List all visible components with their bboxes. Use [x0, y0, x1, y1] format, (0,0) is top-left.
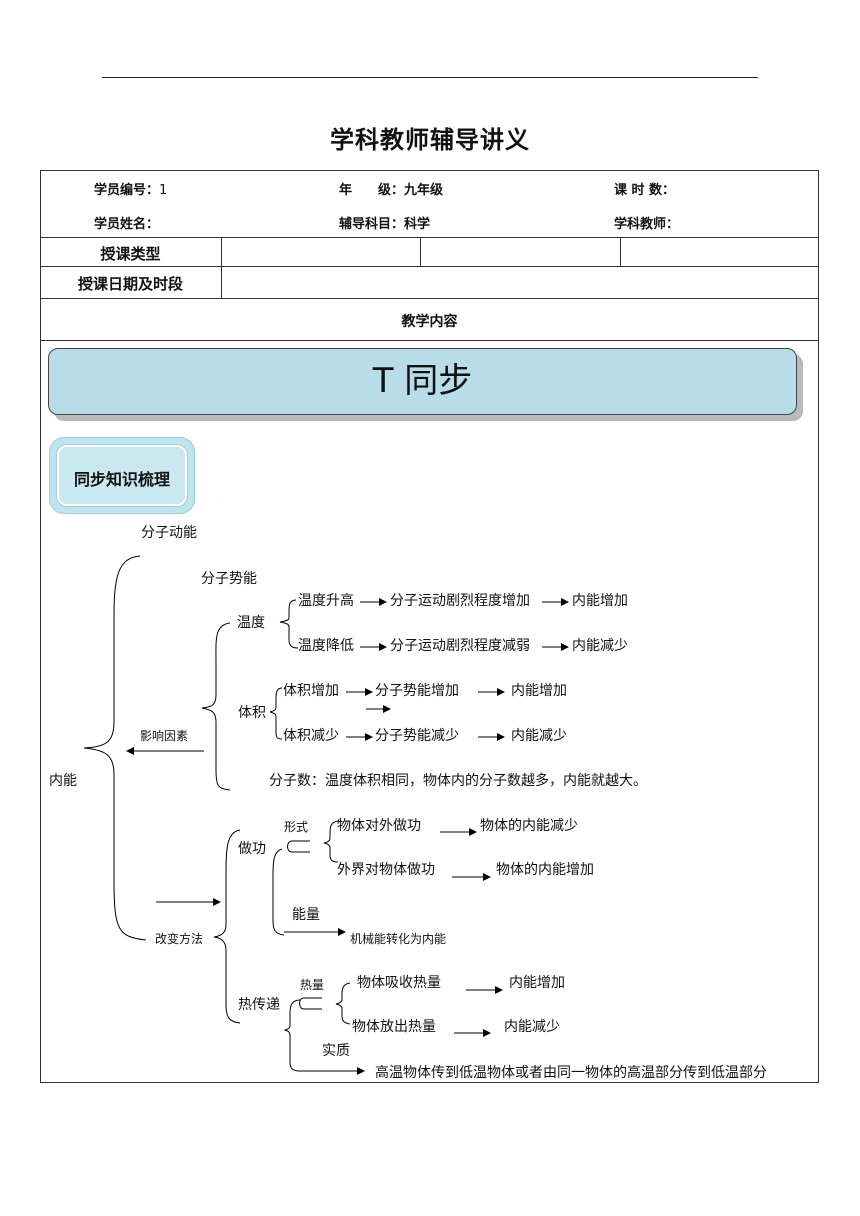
- subject-field: 辅导科目：科学: [339, 213, 430, 232]
- node-heat-quantity: 热量: [300, 978, 325, 992]
- hours-field: 课 时 数：: [614, 179, 675, 198]
- node-molecule-count: 分子数：温度体积相同，物体内的分子数越多，内能就越大。: [269, 773, 647, 789]
- student-name-field: 学员姓名：: [94, 213, 159, 232]
- teacher-label: 学科教师：: [614, 217, 680, 232]
- node-work: 做功: [238, 841, 266, 857]
- lesson-table: [40, 170, 819, 1083]
- node-molecular-pe: 分子势能: [201, 571, 257, 587]
- section-banner: T 同步: [48, 348, 797, 415]
- node-release: 物体放出热量: [352, 1019, 436, 1035]
- node-vol-down: 体积减少: [283, 728, 339, 744]
- banner-title: T 同步: [372, 361, 473, 401]
- node-heat-transfer: 热传递: [238, 997, 280, 1013]
- node-absorb-result: 内能增加: [509, 975, 565, 991]
- node-work-in-result: 物体的内能增加: [496, 862, 594, 878]
- node-vol-up: 体积增加: [283, 683, 339, 699]
- student-id-field: 学员编号：1: [94, 179, 167, 198]
- node-temp-up-2: 内能增加: [572, 593, 628, 609]
- node-temp-down-2: 内能减少: [572, 638, 628, 654]
- node-form: 形式: [284, 820, 309, 834]
- node-essence-text: 高温物体传到低温物体或者由同一物体的高温部分传到低温部分: [375, 1065, 767, 1081]
- table-divider: [620, 237, 621, 266]
- page-title: 学科教师辅导讲义: [330, 126, 530, 154]
- node-change-methods: 改变方法: [155, 932, 204, 946]
- grade-value: 九年级: [404, 183, 444, 198]
- node-factors: 影响因素: [140, 729, 189, 743]
- table-divider: [40, 298, 819, 299]
- class-type-label: 授课类型: [100, 245, 161, 263]
- node-temp-down: 温度降低: [298, 638, 354, 654]
- node-release-result: 内能减少: [504, 1019, 560, 1035]
- node-work-out: 物体对外做功: [337, 818, 421, 834]
- student-id-value: 1: [159, 183, 168, 198]
- badge-inner: [57, 445, 187, 506]
- node-temp-down-1: 分子运动剧烈程度减弱: [390, 638, 530, 654]
- section-badge: 同步知识梳理: [50, 438, 194, 513]
- date-label: 授课日期及时段: [77, 275, 183, 293]
- student-name-label: 学员姓名：: [94, 217, 160, 232]
- node-energy: 能量: [292, 907, 320, 923]
- node-vol-up-1: 分子势能增加: [375, 683, 459, 699]
- student-id-label: 学员编号：: [94, 183, 160, 198]
- table-divider: [420, 237, 421, 266]
- hours-label: 课 时 数：: [614, 183, 676, 198]
- node-temperature: 温度: [237, 615, 265, 631]
- teacher-field: 学科教师：: [614, 213, 679, 232]
- table-divider: [40, 340, 819, 341]
- node-energy-result: 机械能转化为内能: [350, 932, 447, 946]
- node-absorb: 物体吸收热量: [357, 975, 441, 991]
- node-molecular-ke: 分子动能: [141, 525, 197, 541]
- subject-value: 科学: [404, 217, 431, 232]
- badge-label: 同步知识梳理: [73, 470, 170, 489]
- grade-label: 年 级：: [339, 183, 405, 198]
- node-work-in: 外界对物体做功: [337, 862, 435, 878]
- grade-field: 年 级：九年级: [339, 179, 443, 198]
- subject-label: 辅导科目：: [339, 217, 405, 232]
- table-divider: [40, 237, 819, 238]
- node-essence: 实质: [322, 1043, 350, 1059]
- node-temp-up: 温度升高: [298, 593, 354, 609]
- table-divider: [221, 237, 222, 298]
- node-volume: 体积: [238, 705, 266, 721]
- content-header: 教学内容: [401, 314, 458, 330]
- table-divider: [40, 266, 819, 267]
- header-rule: [102, 77, 758, 78]
- node-vol-down-2: 内能减少: [511, 728, 567, 744]
- node-vol-up-2: 内能增加: [511, 683, 567, 699]
- node-temp-up-1: 分子运动剧烈程度增加: [390, 593, 530, 609]
- node-root: 内能: [49, 773, 77, 789]
- node-vol-down-1: 分子势能减少: [375, 728, 459, 744]
- node-work-out-result: 物体的内能减少: [480, 818, 578, 834]
